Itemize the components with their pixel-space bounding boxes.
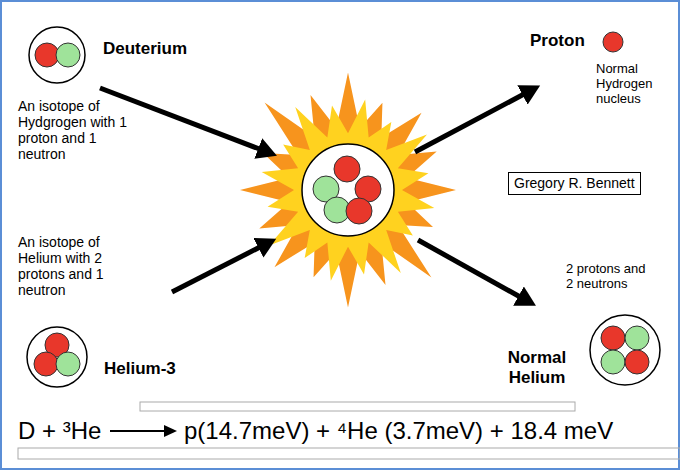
nucleon [625, 326, 649, 350]
particle-node: 2 protons and 2 neutronsNormal Helium [490, 262, 665, 391]
nucleon [34, 352, 58, 376]
reaction-arrow [172, 246, 262, 292]
nucleon [35, 43, 59, 67]
particle-node: ProtonNormal Hydrogen nucleus [525, 28, 671, 110]
nucleon [334, 156, 360, 182]
reaction-arrows [100, 88, 526, 298]
particle-name: Deuterium [103, 39, 187, 59]
credit-text: Gregory R. Bennett [514, 175, 635, 191]
credit-box: Gregory R. Bennett [508, 172, 641, 195]
compound-nucleus [302, 144, 394, 236]
nucleus-outline [590, 315, 660, 385]
nucleon [601, 350, 625, 374]
particle-description: An isotope of Hydgrogen with 1 proton an… [18, 98, 130, 162]
equation-text: D + ³He [18, 417, 101, 445]
nucleon [625, 350, 649, 374]
nucleon [56, 352, 80, 376]
particle-description: Normal Hydrogen nucleus [596, 62, 668, 107]
reaction-arrow [418, 240, 522, 298]
equation-text: p(14.7meV) + ⁴He (3.7meV) + 18.4 meV [184, 417, 613, 445]
blank-box [18, 448, 680, 459]
nucleon [601, 326, 625, 350]
nucleus-outline [29, 27, 85, 83]
nucleon [56, 43, 80, 67]
particle-name: Normal Helium [494, 348, 580, 387]
particle-description: 2 protons and 2 neutrons [566, 262, 652, 292]
burst-outer [240, 72, 456, 307]
particle-name: Helium-3 [104, 359, 176, 379]
equation-arrow [110, 430, 166, 432]
particle-name: Proton [530, 31, 585, 51]
nucleus-outline [27, 327, 87, 387]
blank-box [140, 402, 575, 411]
particle-node: An isotope of Helium with 2 protons and … [10, 232, 179, 392]
nucleon [346, 198, 372, 224]
burst-inner [262, 99, 435, 280]
fusion-burst [240, 72, 456, 307]
nucleon [603, 32, 623, 52]
reaction-arrow [415, 93, 526, 152]
particle-description: An isotope of Helium with 2 protons and … [18, 234, 130, 298]
particle-node: Deuterium An isotope of Hydgrogen with 1 … [10, 22, 191, 166]
